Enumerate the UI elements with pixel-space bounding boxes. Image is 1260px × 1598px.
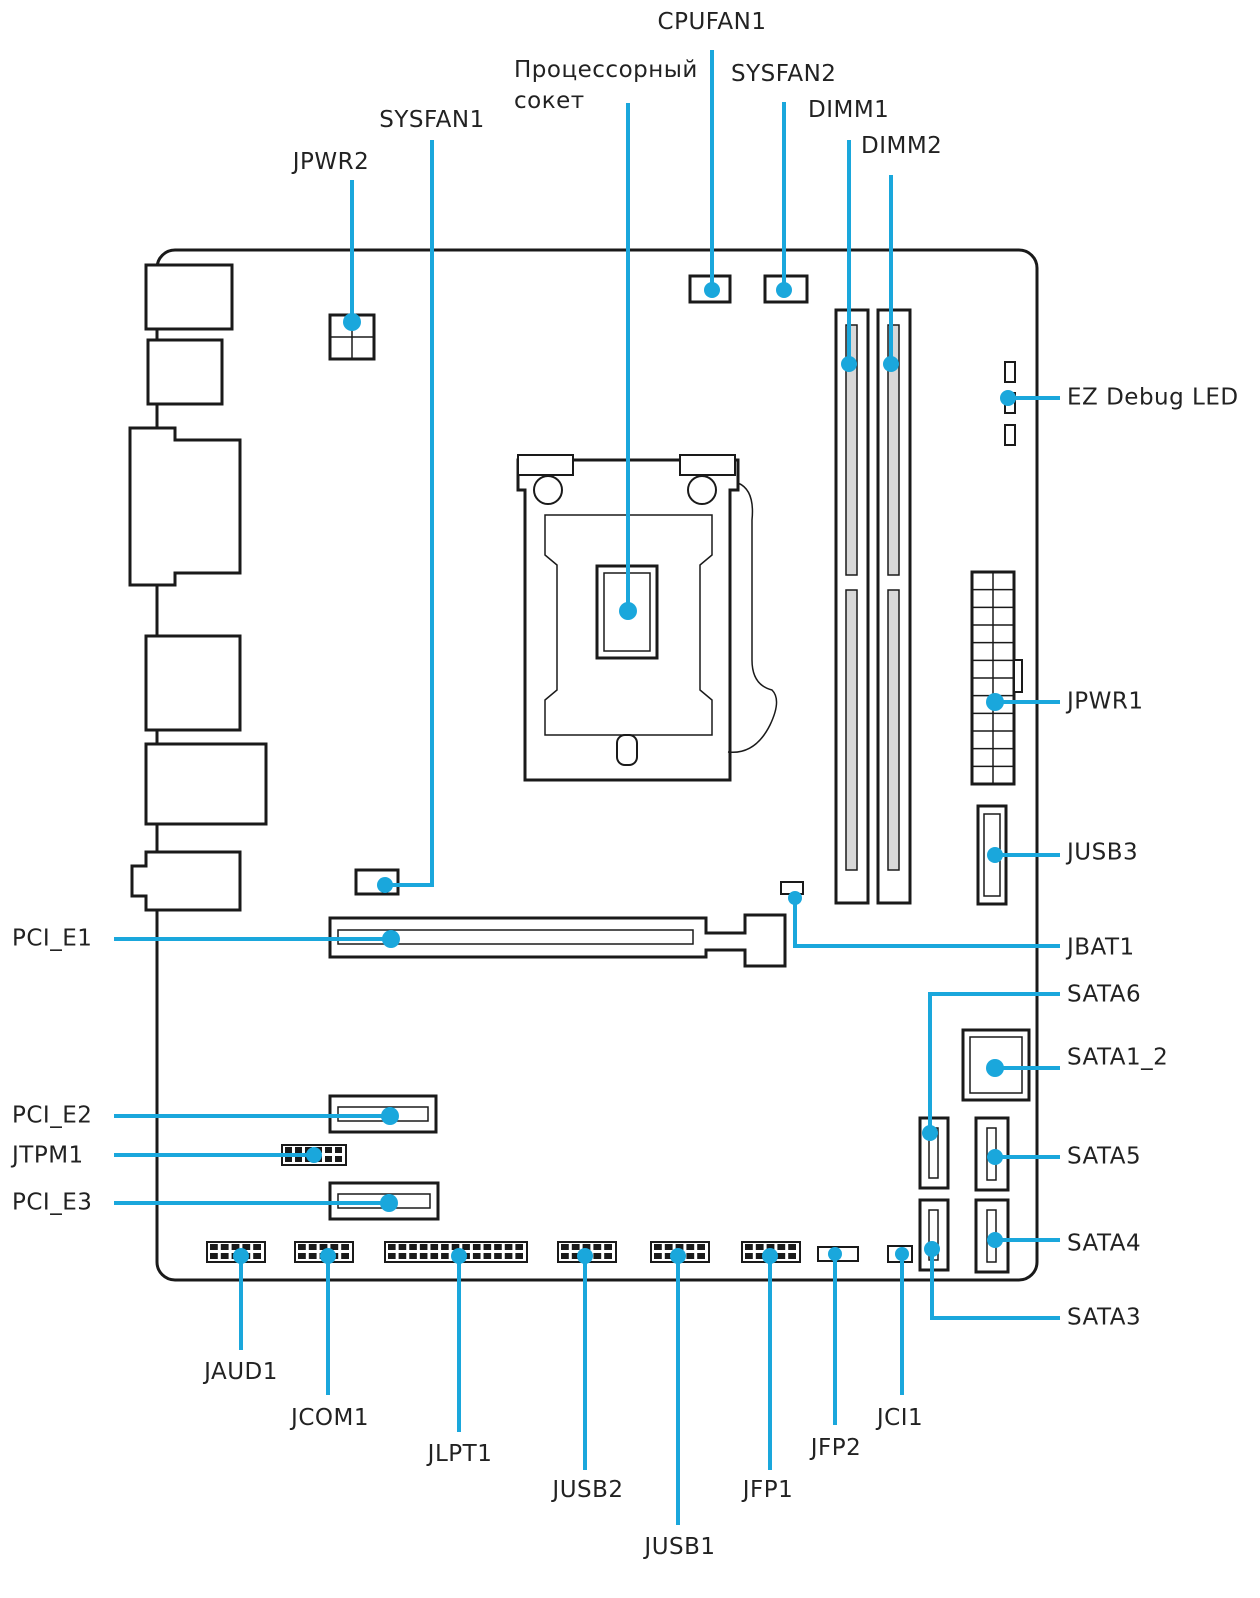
jpwr1-connector — [970, 570, 1023, 786]
label-jbat1: JBAT1 — [1067, 934, 1135, 961]
label-jusb1: JUSB1 — [644, 1534, 716, 1560]
label-dimm2: DIMM2 — [861, 133, 943, 159]
dimm-slots — [834, 308, 912, 905]
label-jfp1: JFP1 — [742, 1477, 794, 1503]
label-jusb3: JUSB3 — [1067, 839, 1139, 866]
label-jci1: JCI1 — [876, 1405, 924, 1431]
callout-lines — [114, 50, 1060, 1525]
label-sata3: SATA3 — [1067, 1304, 1142, 1331]
label-sata5: SATA5 — [1067, 1143, 1142, 1170]
label-socket-line1: Процессорный — [514, 57, 698, 83]
label-socket-line2: сокет — [514, 88, 585, 114]
label-jusb2: JUSB2 — [552, 1477, 624, 1503]
label-sata4: SATA4 — [1067, 1230, 1142, 1257]
label-jpwr2: JPWR2 — [292, 149, 370, 175]
label-sata6: SATA6 — [1067, 981, 1142, 1008]
label-jfp2: JFP2 — [810, 1435, 862, 1461]
label-jcom1: JCOM1 — [291, 1405, 369, 1431]
label-pci-e3: PCI_E3 — [12, 1189, 93, 1216]
label-sysfan1: SYSFAN1 — [379, 107, 485, 133]
label-jlpt1: JLPT1 — [427, 1441, 493, 1467]
label-cpufan1: CPUFAN1 — [657, 9, 767, 35]
label-ez-debug-led: EZ Debug LED — [1067, 384, 1239, 411]
label-jpwr1: JPWR1 — [1067, 688, 1144, 715]
rear-io-ports — [128, 263, 268, 912]
label-pci-e1: PCI_E1 — [12, 925, 93, 952]
label-dimm1: DIMM1 — [808, 97, 890, 123]
callout-dots — [233, 282, 1016, 1264]
label-sata1-2: SATA1_2 — [1067, 1044, 1169, 1071]
label-pci-e2: PCI_E2 — [12, 1102, 93, 1129]
bottom-pin-headers — [206, 1144, 801, 1263]
pci-e1-slot — [328, 913, 787, 968]
label-jaud1: JAUD1 — [204, 1359, 278, 1385]
label-jtpm1: JTPM1 — [12, 1142, 84, 1169]
label-sysfan2: SYSFAN2 — [731, 61, 837, 87]
